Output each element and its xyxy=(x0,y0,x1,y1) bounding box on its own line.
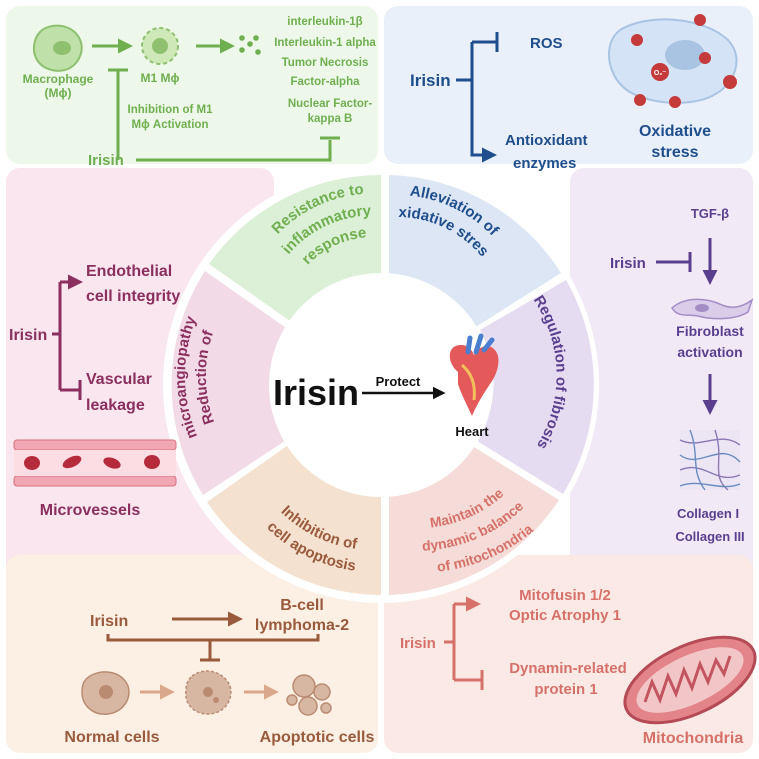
oxidative-irisin: Irisin xyxy=(410,71,451,90)
integrity-line-2: cell integrity xyxy=(86,288,180,305)
macrophage-icon xyxy=(32,24,83,72)
apoptotic-cells-label: Apoptotic cells xyxy=(260,729,375,746)
m1-macrophage-icon xyxy=(141,27,179,65)
cytokine-2: Interleukin-1 alpha xyxy=(274,37,376,49)
inhibition-line-1: Inhibition of M1 xyxy=(128,104,214,116)
antioxidant-line-2: enzymes xyxy=(513,155,576,172)
heart-label: Heart xyxy=(455,424,489,439)
collagen-fibers-icon xyxy=(679,429,741,491)
transitioning-cell-icon xyxy=(185,670,232,715)
ring-segment-oxidative xyxy=(389,175,561,328)
oxidative-cell-icon xyxy=(607,18,738,104)
normal-cell-icon xyxy=(81,671,130,715)
protect-label: Protect xyxy=(376,374,421,389)
ros-burst-icons xyxy=(631,14,737,108)
inflammation-irisin: Irisin xyxy=(88,152,124,169)
bcl2-line-1: B-cell xyxy=(280,597,324,614)
irisin-to-nfkb-line xyxy=(136,140,332,162)
o2-radical-label: O₂⁻ xyxy=(654,70,667,77)
ros-label: ROS xyxy=(530,35,563,52)
cytokine-1: interleukin-1β xyxy=(287,16,362,28)
apoptosis-merge-line xyxy=(106,634,320,660)
nfkb-line-1: Nuclear Factor- xyxy=(288,98,373,110)
microvessel-branch-line xyxy=(52,282,62,390)
collagen-1: Collagen I xyxy=(677,506,739,521)
fission-line-1: Dynamin-related xyxy=(509,660,627,677)
microvessels-label: Microvessels xyxy=(40,502,141,519)
mitochondria-icon xyxy=(623,635,757,725)
leakage-line-2: leakage xyxy=(86,397,145,414)
ring-segment-microangiopathy xyxy=(171,271,286,495)
macrophage-abbr: (Mϕ) xyxy=(45,86,72,100)
heart-icon xyxy=(449,333,499,416)
fibrosis-irisin: Irisin xyxy=(610,255,646,272)
ring-segment-inflammation xyxy=(209,174,381,321)
ring-segment-fibrosis xyxy=(477,280,594,494)
cytokine-dots-icon xyxy=(239,35,261,55)
panel-fibrosis-bg xyxy=(570,168,753,638)
apoptotic-cell-icon xyxy=(286,674,332,716)
ring-segment-apoptosis xyxy=(207,446,381,595)
inhibition-line-2: Mϕ Activation xyxy=(132,119,209,131)
fibroblast-icon xyxy=(671,297,754,320)
activation-line-2: activation xyxy=(677,344,742,360)
m1-label: M1 Mϕ xyxy=(141,71,180,85)
activation-line-1: Fibroblast xyxy=(676,323,744,339)
normal-cells-label: Normal cells xyxy=(64,729,159,746)
tgf-label: TGF-β xyxy=(691,206,729,221)
leakage-line-1: Vascular xyxy=(86,371,152,388)
center-title: Irisin xyxy=(273,372,359,413)
nfkb-line-2: kappa B xyxy=(308,113,353,125)
mitochondria-label: Mitochondria xyxy=(643,730,744,747)
apoptosis-irisin: Irisin xyxy=(90,613,128,630)
fusion-line-1: Mitofusin 1/2 xyxy=(519,587,611,604)
mitochondria-branch-line xyxy=(444,604,456,680)
center-ring xyxy=(163,167,599,603)
bcl2-line-2: lymphoma-2 xyxy=(255,617,349,634)
collagen-3: Collagen III xyxy=(675,529,744,544)
microvessel-icon xyxy=(13,439,177,487)
cytokine-4: Factor-alpha xyxy=(290,76,360,88)
macrophage-label: Macrophage xyxy=(23,72,94,86)
fission-line-2: protein 1 xyxy=(534,681,597,698)
oxidative-stress-line-1: Oxidative xyxy=(639,123,711,140)
fusion-line-2: Optic Atrophy 1 xyxy=(509,607,621,624)
mitochondria-irisin: Irisin xyxy=(400,635,436,652)
microvessel-irisin: Irisin xyxy=(9,327,47,344)
oxidative-stress-line-2: stress xyxy=(651,144,698,161)
cytokine-3: Tumor Necrosis xyxy=(282,57,369,69)
antioxidant-line-1: Antioxidant xyxy=(505,132,588,149)
integrity-line-1: Endothelial xyxy=(86,263,172,280)
